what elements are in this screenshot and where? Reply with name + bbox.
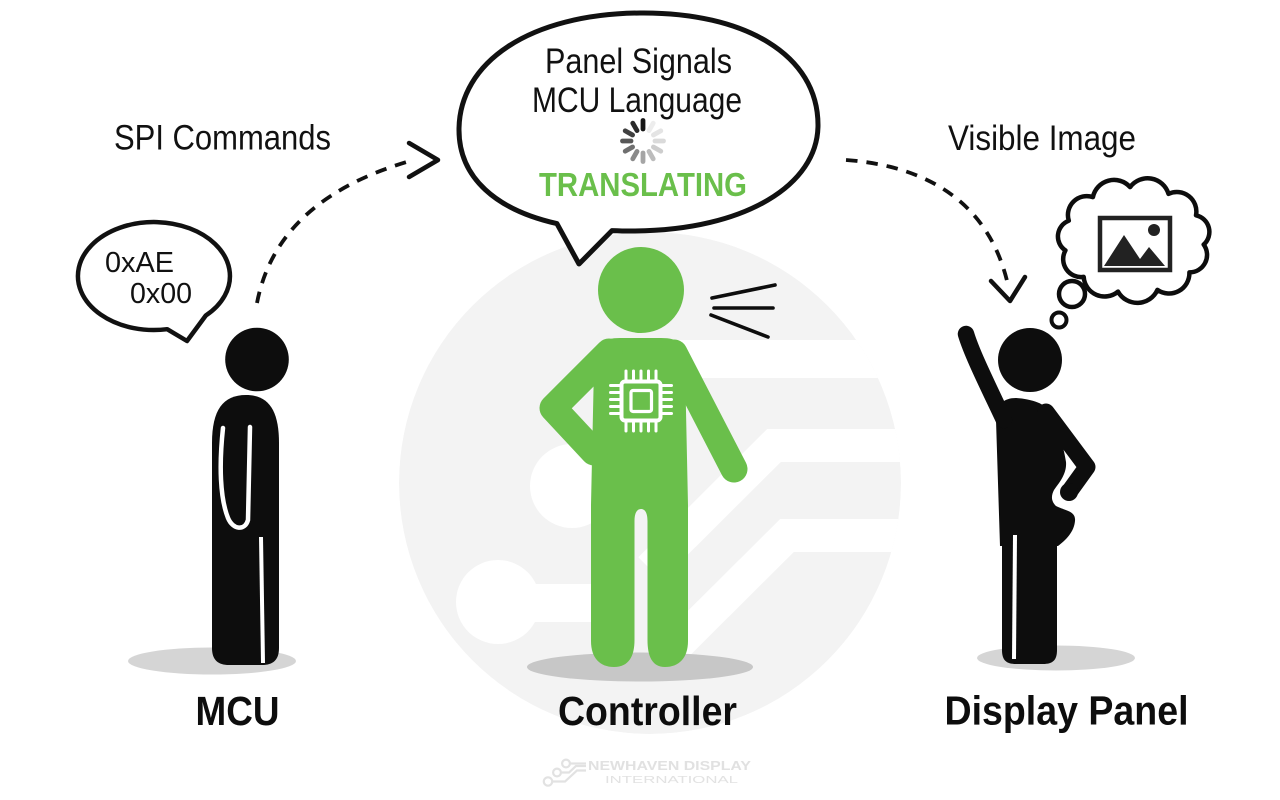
svg-text:INTERNATIONAL: INTERNATIONAL: [605, 775, 739, 786]
svg-text:Controller: Controller: [558, 688, 737, 734]
svg-text:0xAE: 0xAE: [105, 247, 174, 279]
svg-text:Display Panel: Display Panel: [945, 688, 1189, 734]
svg-text:Panel Signals: Panel Signals: [545, 42, 732, 81]
svg-text:MCU Language: MCU Language: [532, 81, 742, 120]
svg-text:MCU: MCU: [196, 688, 280, 734]
svg-text:SPI Commands: SPI Commands: [114, 118, 331, 158]
svg-text:TRANSLATING: TRANSLATING: [539, 166, 747, 203]
svg-text:NEWHAVEN DISPLAY: NEWHAVEN DISPLAY: [588, 759, 752, 773]
svg-text:0x00: 0x00: [130, 278, 192, 310]
svg-text:Visible Image: Visible Image: [948, 118, 1136, 158]
